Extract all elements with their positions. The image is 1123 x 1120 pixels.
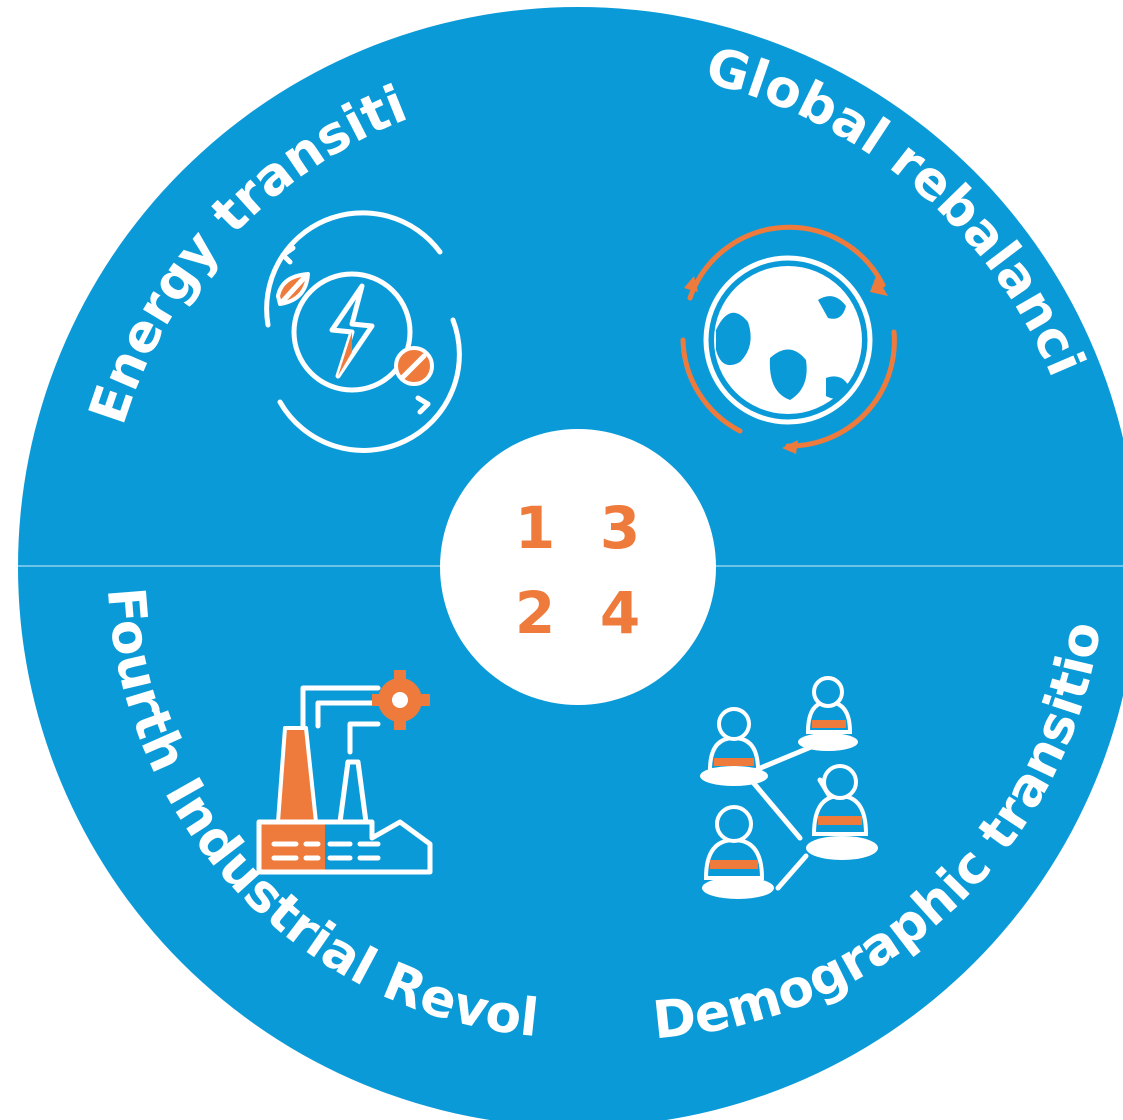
- energy-cycle-icon: [264, 210, 462, 453]
- person-icon: [700, 707, 768, 786]
- quadrant-number-1: 1: [515, 494, 555, 562]
- center-hub: [440, 429, 716, 705]
- person-icon: [702, 805, 774, 899]
- rotating-globe-icon: [680, 224, 897, 454]
- quadrant-number-4: 4: [600, 579, 640, 647]
- people-network-icon: [700, 676, 878, 899]
- factory-gear-icon: [256, 670, 433, 875]
- quadrant-number-2: 2: [515, 579, 555, 647]
- person-icon: [806, 764, 878, 860]
- person-icon: [798, 676, 858, 751]
- quadrant-number-3: 3: [600, 494, 640, 562]
